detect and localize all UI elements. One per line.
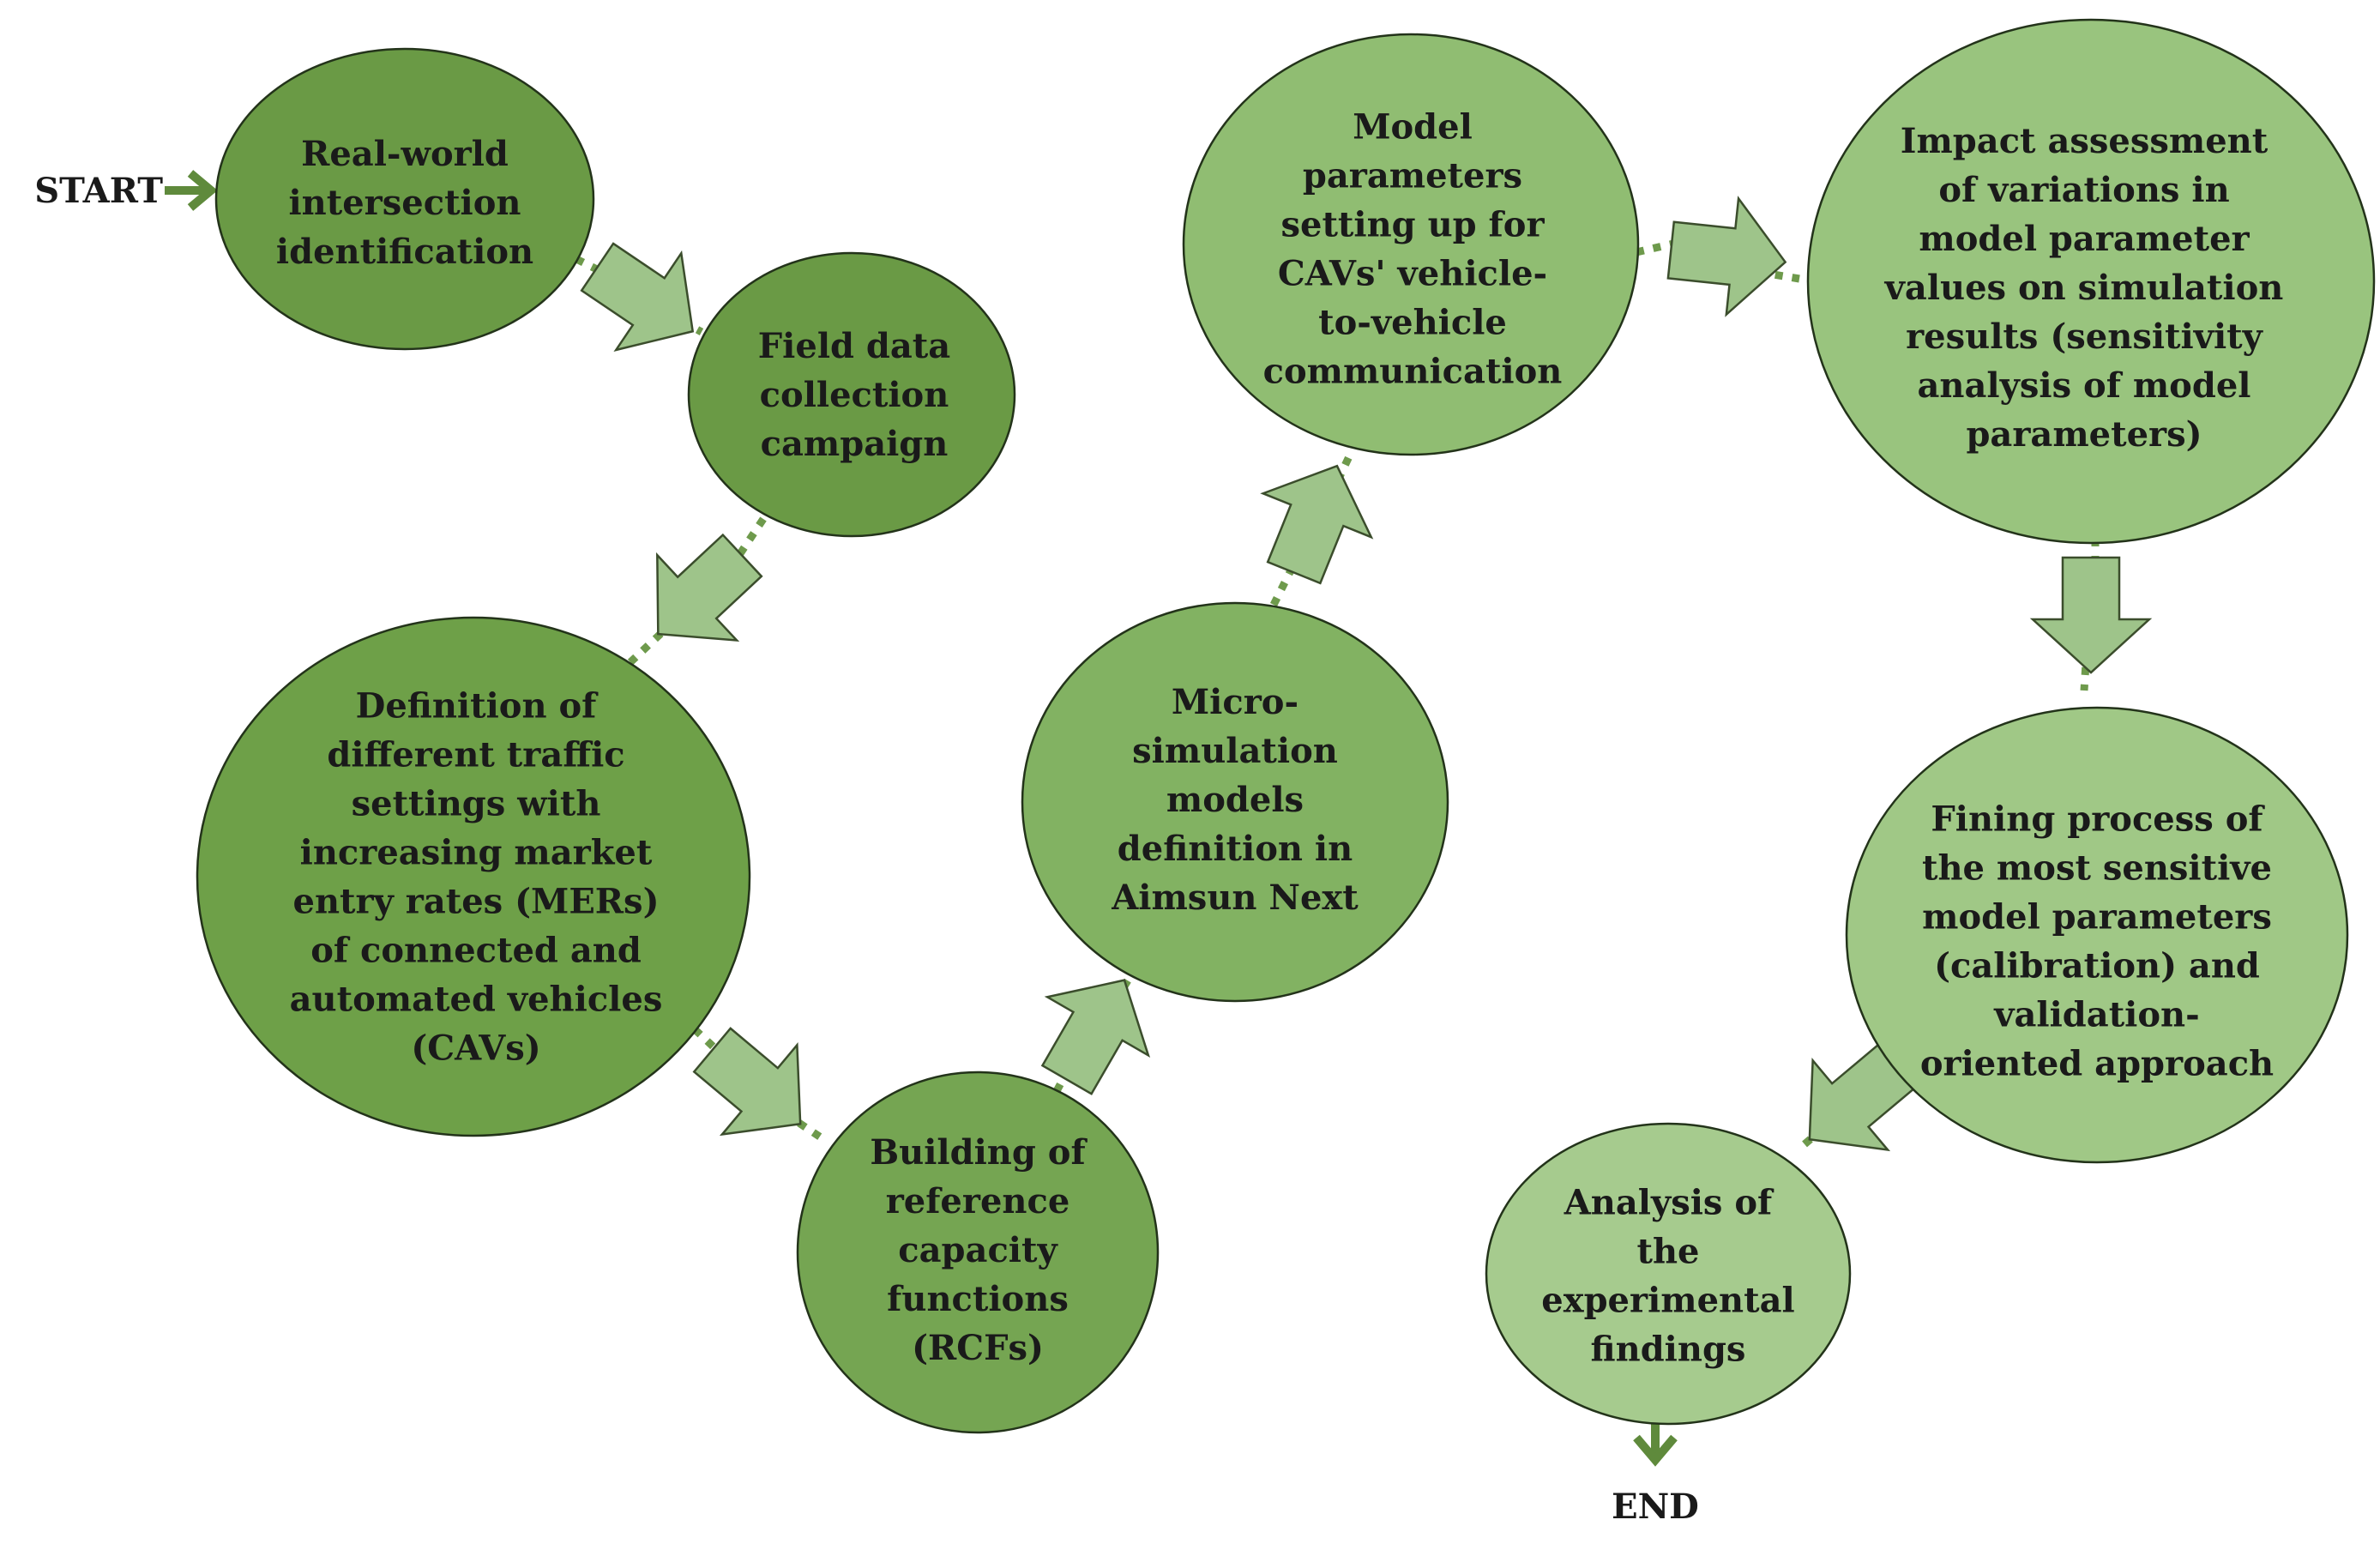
node-label-line: oriented approach — [1920, 1044, 2274, 1084]
node-label-line: definition in — [1118, 829, 1353, 869]
node-label-line: capacity — [898, 1230, 1058, 1270]
end-label: END — [1612, 1487, 1699, 1527]
process-node-9: Analysis of the experimental findings — [1485, 1122, 1852, 1426]
node-label-line: Impact assessment — [1901, 121, 2269, 161]
node-label-line: parameters) — [1966, 414, 2202, 455]
node-8-shape — [1845, 706, 2349, 1164]
flow-arrow-7-icon — [2029, 556, 2153, 674]
process-node-2: Field data collection campaign — [687, 251, 1016, 538]
node-9-label: Analysis of the experimental findings — [1541, 1183, 1794, 1370]
node-label-line: results (sensitivity — [1906, 317, 2264, 357]
node-label-line: Building of — [870, 1132, 1088, 1173]
process-node-5: Micro-simulation models definition in Aimsu… — [1021, 601, 1449, 1003]
node-4-label: Building of reference capacity functions (RC… — [870, 1132, 1088, 1368]
connector-3a — [691, 1026, 724, 1057]
node-label-line: model parameter — [1919, 219, 2250, 259]
node-label-line: different traffic — [327, 735, 624, 775]
node-label-line: increasing market — [300, 833, 653, 873]
connector-5a — [1269, 568, 1295, 607]
end-terminal: END — [1612, 1402, 1699, 1527]
process-node-3: Definition of different traffic settings w… — [196, 616, 751, 1137]
process-node-1: Real-world intersection identification — [214, 47, 595, 351]
flow-arrow-4-icon — [1040, 979, 1151, 1095]
node-8-label: Fining process of the most sensitive model… — [1920, 799, 2274, 1084]
flow-arrow-3-icon — [692, 1027, 802, 1137]
node-label-line: setting up for — [1280, 205, 1545, 245]
node-label-line: Field data — [758, 326, 950, 366]
node-label-line: collection — [760, 375, 949, 415]
start-arrow-icon — [165, 170, 218, 211]
node-label-line: values on simulation — [1884, 268, 2284, 308]
process-node-8: Fining process of the most sensitive model… — [1845, 706, 2349, 1164]
node-label-line: of variations in — [1938, 170, 2229, 210]
node-label-line: automated vehicles — [290, 980, 663, 1020]
flow-arrow-2-icon — [656, 533, 763, 642]
node-label-line: Fining process of — [1931, 799, 2265, 840]
node-label-line: Aimsun Next — [1111, 878, 1359, 918]
process-node-7: Impact assessment of variations in model p… — [1806, 18, 2376, 545]
node-3-label: Definition of different traffic settings w… — [290, 686, 663, 1069]
process-node-4: Building of reference capacity functions (RC… — [796, 1071, 1160, 1434]
node-7-label: Impact assessment of variations in model p… — [1884, 121, 2284, 455]
node-3-shape — [196, 616, 751, 1137]
node-label-line: findings — [1591, 1330, 1746, 1370]
node-9-shape — [1485, 1122, 1852, 1426]
node-label-line: campaign — [761, 424, 949, 464]
node-label-line: identification — [276, 232, 533, 272]
node-label-line: the — [1636, 1232, 1699, 1272]
start-label: START — [34, 171, 163, 211]
node-label-line: Real-world — [301, 134, 509, 174]
node-2-label: Field data collection campaign — [758, 326, 950, 464]
node-label-line: (CAVs) — [411, 1028, 540, 1069]
node-label-line: the most sensitive — [1922, 848, 2272, 889]
node-label-line: analysis of model — [1918, 365, 2251, 406]
connector-2a — [734, 516, 767, 560]
node-label-line: (RCFs) — [912, 1328, 1044, 1368]
flow-arrow-5-icon — [1260, 464, 1374, 585]
node-label-line: simulation — [1132, 731, 1338, 771]
flow-arrow-6-icon — [1666, 196, 1787, 317]
node-6-shape — [1182, 33, 1640, 456]
node-label-line: reference — [886, 1181, 1070, 1221]
node-4-shape — [796, 1071, 1160, 1434]
node-label-line: experimental — [1541, 1281, 1794, 1321]
flow-arrow-8-icon — [1808, 1042, 1918, 1152]
node-label-line: model parameters — [1922, 897, 2272, 938]
node-label-line: functions — [887, 1279, 1069, 1319]
flow-arrows — [580, 196, 2153, 1152]
node-label-line: Micro- — [1172, 682, 1298, 722]
connector-3b — [782, 1110, 826, 1143]
node-label-line: to-vehicle — [1318, 303, 1507, 343]
node-7-shape — [1806, 18, 2376, 545]
flow-arrow-1-icon — [580, 242, 695, 352]
node-2-shape — [687, 251, 1016, 538]
node-5-label: Micro-simulation models definition in Aimsu… — [1111, 682, 1359, 918]
node-label-line: validation- — [1993, 995, 2199, 1035]
node-label-line: settings with — [352, 784, 601, 824]
node-label-line: Model — [1353, 107, 1473, 148]
node-label-line: Definition of — [356, 686, 600, 727]
node-1-label: Real-world intersection identification — [276, 134, 533, 272]
node-label-line: of connected and — [310, 931, 642, 971]
node-label-line: entry rates (MERs) — [293, 882, 660, 922]
node-label-line: models — [1166, 780, 1304, 820]
node-1-shape — [214, 47, 595, 351]
node-label-line: Analysis of — [1564, 1183, 1774, 1223]
node-label-line: intersection — [288, 183, 521, 223]
start-terminal: START — [34, 170, 218, 211]
node-5-shape — [1021, 601, 1449, 1003]
node-label-line: (calibration) and — [1934, 946, 2260, 986]
node-label-line: communication — [1263, 352, 1563, 392]
node-label-line: CAVs' vehicle- — [1278, 254, 1547, 294]
node-label-line: parameters — [1303, 156, 1522, 196]
